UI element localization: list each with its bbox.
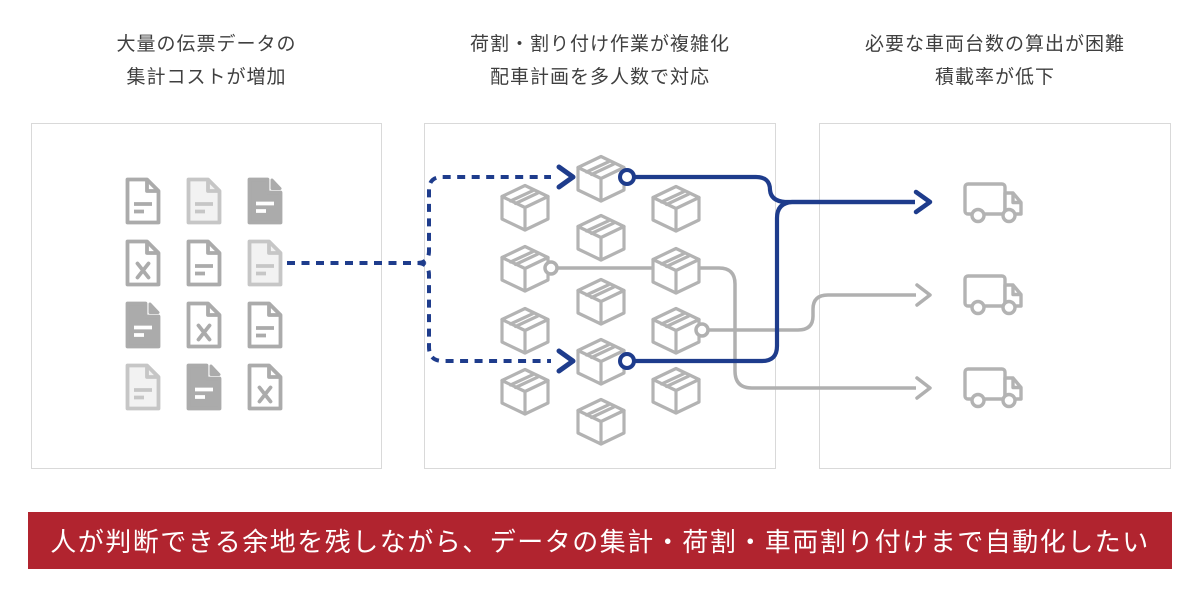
goal-banner: 人が判断できる余地を残しながら、データの集計・荷割・車両割り付けまで自動化したい	[28, 512, 1172, 569]
heading-allocation-line1: 荷割・割り付け作業が複雑化	[469, 34, 730, 55]
heading-vehicles-line1: 必要な車両台数の算出が困難	[864, 34, 1125, 55]
goal-banner-text: 人が判断できる余地を残しながら、データの集計・荷割・車両割り付けまで自動化したい	[50, 527, 1150, 557]
heading-vehicles-line2: 積載率が低下	[934, 67, 1055, 88]
heading-documents-line1: 大量の伝票データの	[116, 34, 297, 55]
panel-documents	[31, 123, 382, 469]
heading-allocation-line2: 配車計画を多人数で対応	[489, 67, 710, 88]
heading-documents: 大量の伝票データの 集計コストが増加	[31, 28, 382, 94]
panel-trucks	[819, 123, 1171, 469]
panel-packages	[424, 123, 776, 469]
heading-allocation: 荷割・割り付け作業が複雑化 配車計画を多人数で対応	[424, 28, 776, 94]
heading-vehicles: 必要な車両台数の算出が困難 積載率が低下	[819, 28, 1171, 94]
heading-documents-line2: 集計コストが増加	[126, 67, 287, 88]
